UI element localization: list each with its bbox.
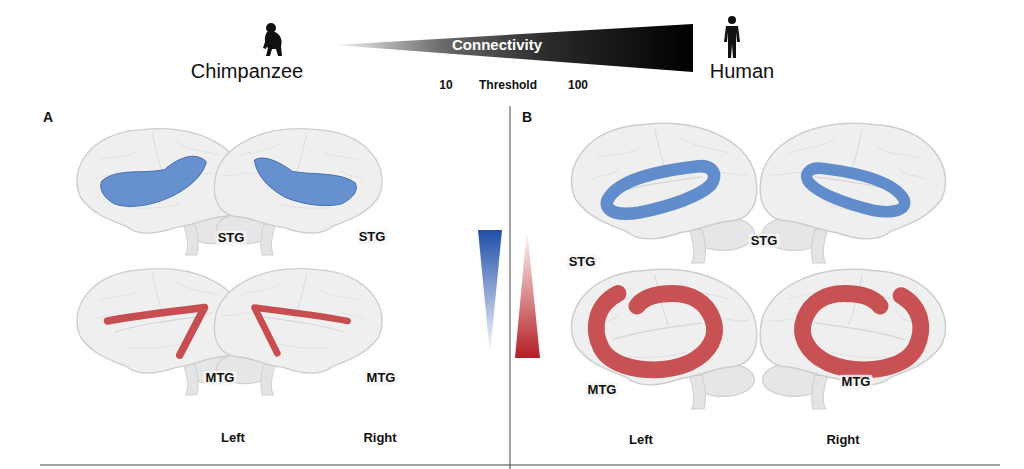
region-label: MTG [586, 383, 619, 397]
panel-letter: A [43, 110, 53, 125]
red-scale [515, 228, 540, 358]
region-label: STG [216, 231, 247, 245]
region-label: MTG [204, 371, 237, 385]
hemisphere-label: Left [221, 431, 245, 445]
brain-human-right-mtg [760, 269, 945, 409]
chimpanzee-icon [263, 23, 282, 56]
panel-letter: B [522, 110, 532, 125]
hemisphere-label: Right [363, 431, 396, 445]
brain-human-left-mtg [571, 269, 756, 409]
threshold-label: Threshold [479, 79, 537, 92]
brain-chimp-right-mtg [214, 269, 382, 395]
hemisphere-label: Right [826, 433, 859, 447]
bottom-rule [40, 465, 1000, 466]
species-label: Chimpanzee [191, 60, 303, 82]
region-label: MTG [365, 371, 398, 385]
blue-scale [478, 230, 502, 355]
region-label: STG [567, 255, 598, 269]
human-icon [724, 16, 740, 58]
connectivity-wedge [335, 24, 693, 72]
brain-human-right-stg [760, 123, 945, 263]
region-label: MTG [840, 375, 873, 389]
brain-human-left-stg [571, 123, 756, 263]
species-label: Human [710, 60, 774, 82]
panel-divider [510, 106, 511, 469]
hemisphere-label: Left [629, 433, 653, 447]
region-label: STG [357, 230, 388, 244]
threshold-min: 10 [439, 79, 452, 92]
region-label: STG [749, 234, 780, 248]
scale-title: Connectivity [452, 37, 542, 54]
threshold-max: 100 [568, 79, 588, 92]
